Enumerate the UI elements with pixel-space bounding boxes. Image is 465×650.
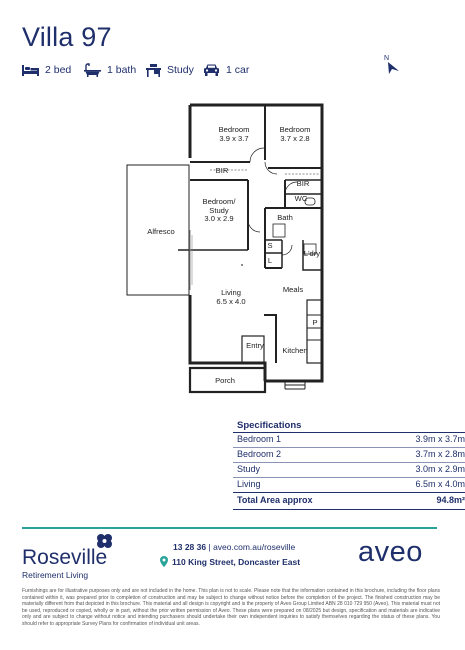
bath-icon <box>84 62 101 77</box>
phone-number[interactable]: 13 28 36 <box>173 542 207 552</box>
location-pin-icon <box>160 556 168 567</box>
address-text: 110 King Street, Doncaster East <box>172 556 301 567</box>
room-laundry: L'dry <box>303 249 321 258</box>
spec-divider <box>233 492 465 493</box>
room-bir-1: BIR <box>215 166 229 175</box>
spec-divider <box>233 509 465 510</box>
room-bedroom-2-dims: 3.7 x 2.8 <box>280 133 310 143</box>
bed-icon <box>22 65 39 76</box>
room-bedroom-1-name: Bedroom <box>218 125 250 134</box>
feature-bath: 1 bath <box>84 62 136 78</box>
car-icon <box>204 64 219 76</box>
feature-bath-label: 1 bath <box>107 64 137 76</box>
room-bedroom-2-name: Bedroom <box>279 125 311 134</box>
compass-label: N <box>384 55 389 62</box>
room-linen: L <box>267 256 273 265</box>
room-wc: WC <box>294 194 308 203</box>
spec-divider <box>233 477 465 478</box>
page-title: Villa 97 <box>22 22 112 52</box>
room-entry: Entry <box>246 341 264 350</box>
room-study: Bedroom/ Study 3.0 x 2.9 <box>192 197 246 224</box>
spec-label: Study <box>237 464 261 474</box>
room-living-name: Living <box>221 288 241 297</box>
room-kitchen: Kitchen <box>282 346 308 355</box>
spec-value: 6.5m x 4.0m <box>415 479 465 489</box>
brand-name: Roseville <box>22 546 108 569</box>
address-line: 110 King Street, Doncaster East <box>160 556 300 567</box>
specifications-heading: Specifications <box>237 420 302 431</box>
room-storage: S <box>267 241 273 250</box>
spec-row: Bedroom 2 3.7m x 2.8m <box>237 449 465 459</box>
contact-separator: | <box>208 542 211 552</box>
feature-study: Study <box>146 62 194 78</box>
room-bath: Bath <box>277 213 293 222</box>
room-study-name2: Study <box>209 205 229 215</box>
room-living: Living 6.5 x 4.0 <box>206 288 256 306</box>
aveo-logo: aveo <box>358 536 423 568</box>
feature-car-label: 1 car <box>226 64 250 76</box>
spec-value: 3.9m x 3.7m <box>415 434 465 444</box>
room-bir-2: BIR <box>296 179 310 188</box>
desk-icon <box>146 63 161 77</box>
spec-value: 3.7m x 2.8m <box>415 449 465 459</box>
spec-label: Living <box>237 479 261 489</box>
spec-total-row: Total Area approx 94.8m² <box>237 495 465 505</box>
floor-plan <box>126 103 324 394</box>
spec-row: Study 3.0m x 2.9m <box>237 464 465 474</box>
spec-divider <box>233 462 465 463</box>
spec-total-label: Total Area approx <box>237 495 313 505</box>
spec-label: Bedroom 2 <box>237 449 282 459</box>
feature-car: 1 car <box>203 62 249 78</box>
room-bedroom-2: Bedroom 3.7 x 2.8 <box>266 125 324 143</box>
feature-bed-label: 2 bed <box>45 64 72 76</box>
spec-divider <box>233 432 465 433</box>
spec-total-value: 94.8m² <box>436 495 465 505</box>
brand-tagline: Retirement Living <box>22 570 89 580</box>
room-study-name: Bedroom/ <box>202 197 236 206</box>
flower-logo-icon <box>97 534 112 548</box>
spec-row: Bedroom 1 3.9m x 3.7m <box>237 434 465 444</box>
room-living-dims: 6.5 x 4.0 <box>216 296 246 306</box>
spec-label: Bedroom 1 <box>237 434 282 444</box>
room-porch: Porch <box>215 376 235 385</box>
room-bedroom-1-dims: 3.9 x 3.7 <box>219 133 249 143</box>
feature-study-label: Study <box>167 64 194 76</box>
room-bedroom-1: Bedroom 3.9 x 3.7 <box>205 125 263 143</box>
website-link[interactable]: aveo.com.au/roseville <box>213 542 296 552</box>
room-alfresco: Alfresco <box>147 227 175 236</box>
room-study-dims: 3.0 x 2.9 <box>204 214 234 224</box>
contact-line: 13 28 36 | aveo.com.au/roseville <box>173 542 295 552</box>
spec-row: Living 6.5m x 4.0m <box>237 479 465 489</box>
footer-divider <box>22 527 437 529</box>
spec-value: 3.0m x 2.9m <box>415 464 465 474</box>
room-pantry: P <box>312 318 318 327</box>
spec-divider <box>233 447 465 448</box>
north-compass-icon: N <box>384 55 399 74</box>
disclaimer-text: Furnishings are for illustrative purpose… <box>22 588 440 627</box>
room-meals: Meals <box>282 285 304 294</box>
feature-bed: 2 bed <box>22 62 71 78</box>
